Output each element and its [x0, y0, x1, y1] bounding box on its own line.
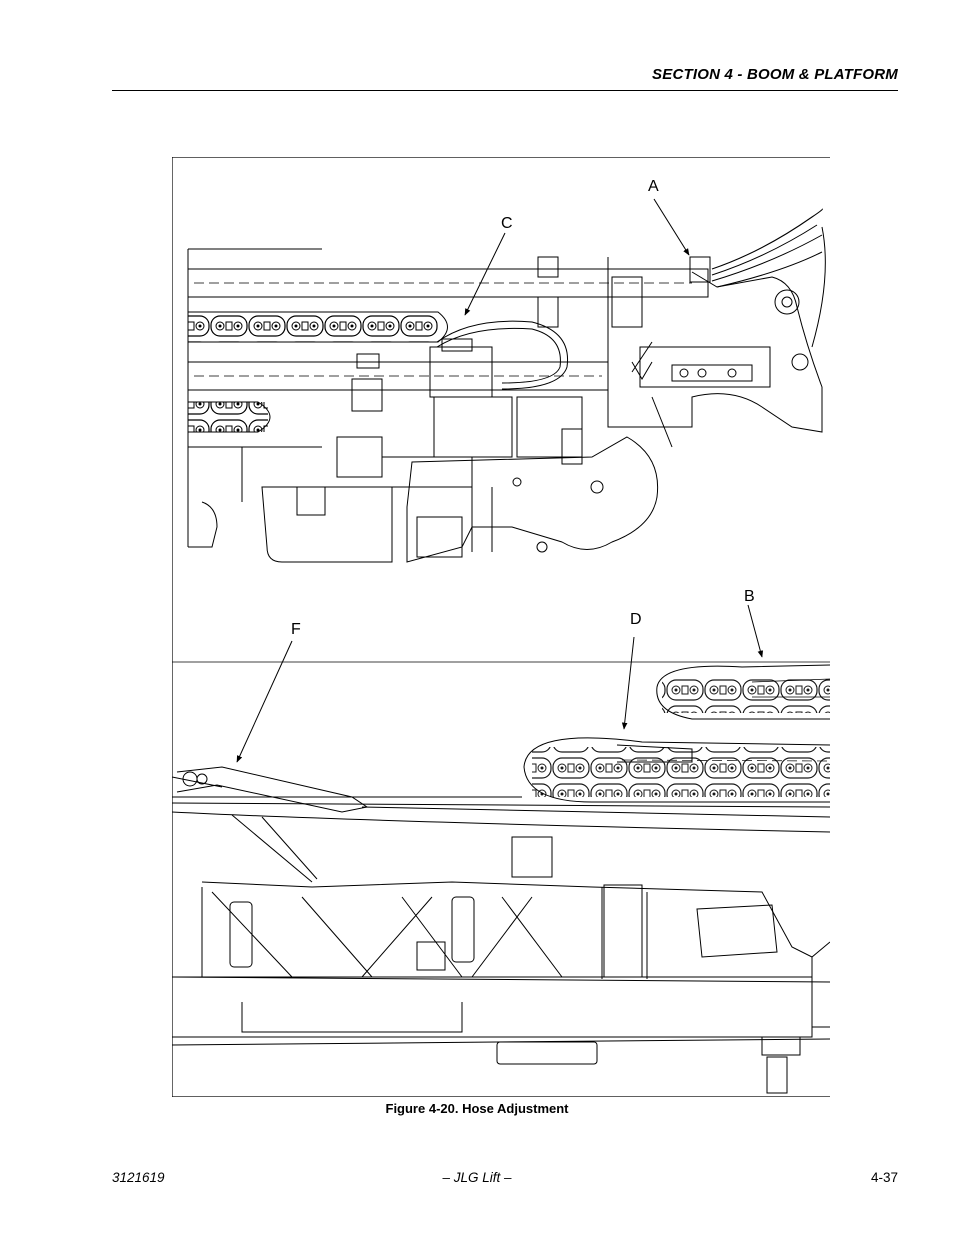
- section-title: SECTION 4 - BOOM & PLATFORM: [652, 66, 898, 83]
- footer-page-number: 4-37: [870, 1170, 898, 1185]
- upper-boom-view: [187, 208, 826, 563]
- callout-label-c: C: [501, 215, 513, 232]
- callout-label-d: D: [630, 611, 642, 628]
- page-header: SECTION 4 - BOOM & PLATFORM: [112, 60, 898, 91]
- footer-doc-number: 3121619: [112, 1170, 165, 1185]
- callout-label-b: B: [744, 588, 755, 605]
- figure-frame: [172, 157, 830, 1097]
- callout-label-a: A: [648, 178, 659, 195]
- figure-caption: Figure 4-20. Hose Adjustment: [385, 1101, 569, 1116]
- lower-boom-view: [172, 664, 830, 1094]
- footer-publisher: – JLG Lift –: [442, 1170, 512, 1185]
- hose-adjustment-figure: A C B D F: [172, 157, 830, 1097]
- callout-leaders: [236, 198, 764, 763]
- callout-label-f: F: [291, 621, 301, 638]
